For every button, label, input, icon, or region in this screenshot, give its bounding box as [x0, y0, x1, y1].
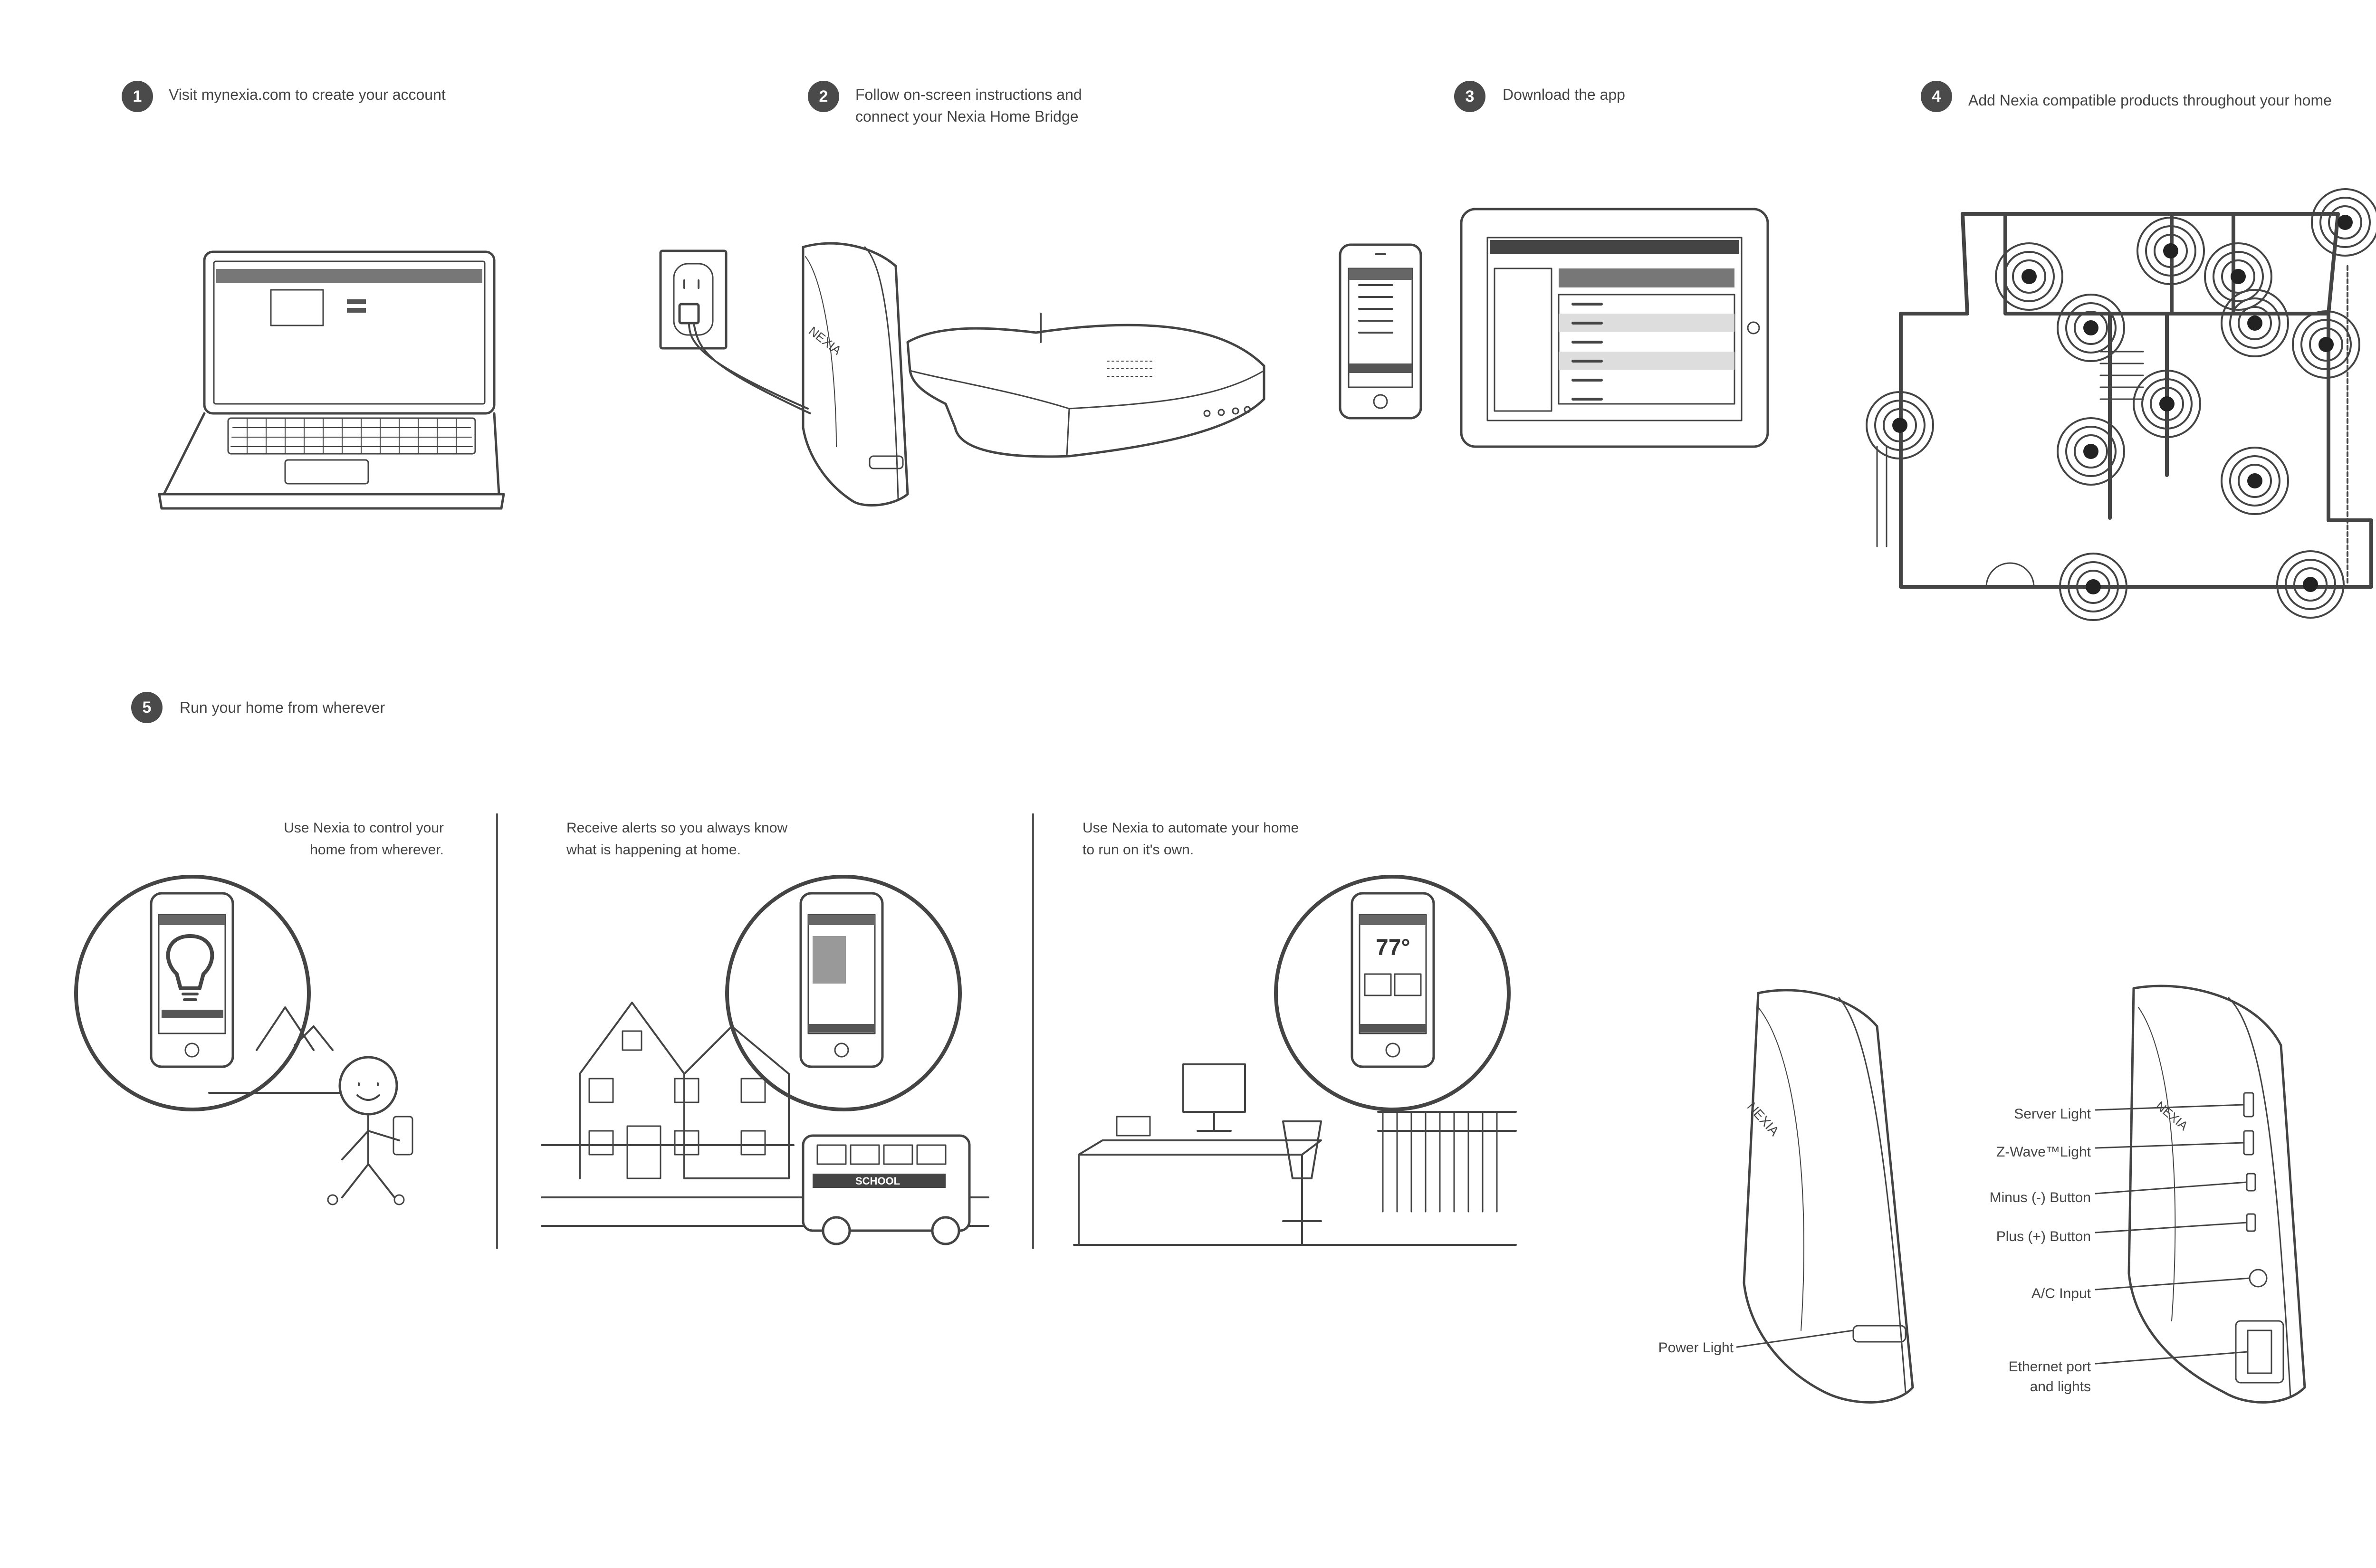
panel-1-caption-line2: home from wherever. — [310, 842, 444, 858]
panel-divider-2 — [1032, 813, 1034, 1249]
label-ac-input: A/C Input — [2031, 1286, 2091, 1301]
label-ethernet-line1: Ethernet port — [2008, 1359, 2091, 1375]
panel-1-illustration — [74, 875, 413, 1205]
bus-sign-text: SCHOOL — [855, 1175, 900, 1187]
ac-input-leader — [2095, 1277, 2251, 1291]
zwave-light-leader — [2095, 1142, 2245, 1149]
thermostat-temperature: 77° — [1376, 935, 1410, 960]
label-ethernet-line2: and lights — [2030, 1379, 2091, 1395]
device-ring — [1995, 242, 2063, 311]
outlet-illustration — [659, 249, 811, 414]
device-ring — [2133, 370, 2201, 438]
device-ring — [2057, 417, 2125, 486]
panel-divider-1 — [496, 813, 498, 1249]
device-ring — [2292, 310, 2360, 379]
step-4-number: 4 — [1921, 81, 1952, 112]
bridge-front-brand-text: NEXIA — [1744, 1099, 1782, 1138]
step-2-text-line1: Follow on-screen instructions and — [855, 86, 1082, 103]
label-minus-button: Minus (-) Button — [1989, 1190, 2091, 1205]
plus-button-leader — [2095, 1222, 2248, 1233]
tablet-app-illustration — [1460, 208, 1769, 448]
panel-3-caption-line1: Use Nexia to automate your home — [1083, 820, 1299, 836]
panel-1-caption-line1: Use Nexia to control your — [284, 820, 444, 836]
bridge-front-illustration: NEXIA — [1736, 989, 1914, 1404]
home-bridge-illustration: NEXIA — [802, 242, 909, 507]
panel-2-illustration: SCHOOL — [541, 875, 989, 1245]
bridge-side-illustration: NEXIA — [2095, 985, 2306, 1404]
panel-2-caption-line2: what is happening at home. — [566, 842, 741, 858]
step-3-number: 3 — [1454, 81, 1485, 112]
bridge-brand-text: NEXIA — [806, 324, 844, 358]
device-rings — [1866, 188, 2376, 621]
step-3-text: Download the app — [1503, 86, 1625, 103]
device-ring — [2221, 447, 2289, 515]
power-light-leader — [1736, 1329, 1854, 1348]
step-5-number: 5 — [131, 692, 163, 723]
device-ring — [2136, 217, 2205, 285]
laptop-illustration — [158, 250, 505, 510]
label-zwave-light: Z-Wave™Light — [1996, 1144, 2091, 1160]
ethernet-leader — [2095, 1351, 2249, 1365]
device-ring — [2311, 188, 2376, 257]
step-1-text: Visit mynexia.com to create your account — [169, 86, 446, 103]
phone-app-illustration — [1339, 243, 1422, 420]
panel-3-caption-line2: to run on it's own. — [1083, 842, 1194, 858]
label-server-light: Server Light — [2014, 1106, 2091, 1122]
lightbulb-icon — [166, 934, 214, 990]
panel-3-illustration: 77° — [1073, 875, 1517, 1246]
label-power-light: Power Light — [1658, 1340, 1734, 1356]
bridge-side-brand-text: NEXIA — [2153, 1099, 2191, 1134]
step-1-number: 1 — [122, 81, 153, 112]
router-illustration — [906, 313, 1265, 458]
step-5-text: Run your home from wherever — [180, 699, 385, 716]
device-ring — [2057, 294, 2125, 362]
device-ring — [2221, 289, 2289, 357]
device-ring — [2204, 242, 2272, 311]
device-ring — [1866, 391, 1934, 459]
step-2-text-line2: connect your Nexia Home Bridge — [855, 108, 1079, 125]
device-ring — [2059, 553, 2127, 621]
panel-2-caption-line1: Receive alerts so you always know — [566, 820, 788, 836]
floor-plan-illustration — [1876, 212, 2373, 589]
step-4-text: Add Nexia compatible products throughout… — [1968, 92, 2332, 109]
device-ring — [2276, 550, 2345, 619]
server-light-leader — [2095, 1104, 2245, 1111]
step-2-number: 2 — [808, 81, 839, 112]
label-plus-button: Plus (+) Button — [1996, 1229, 2091, 1244]
minus-button-leader — [2095, 1181, 2248, 1195]
